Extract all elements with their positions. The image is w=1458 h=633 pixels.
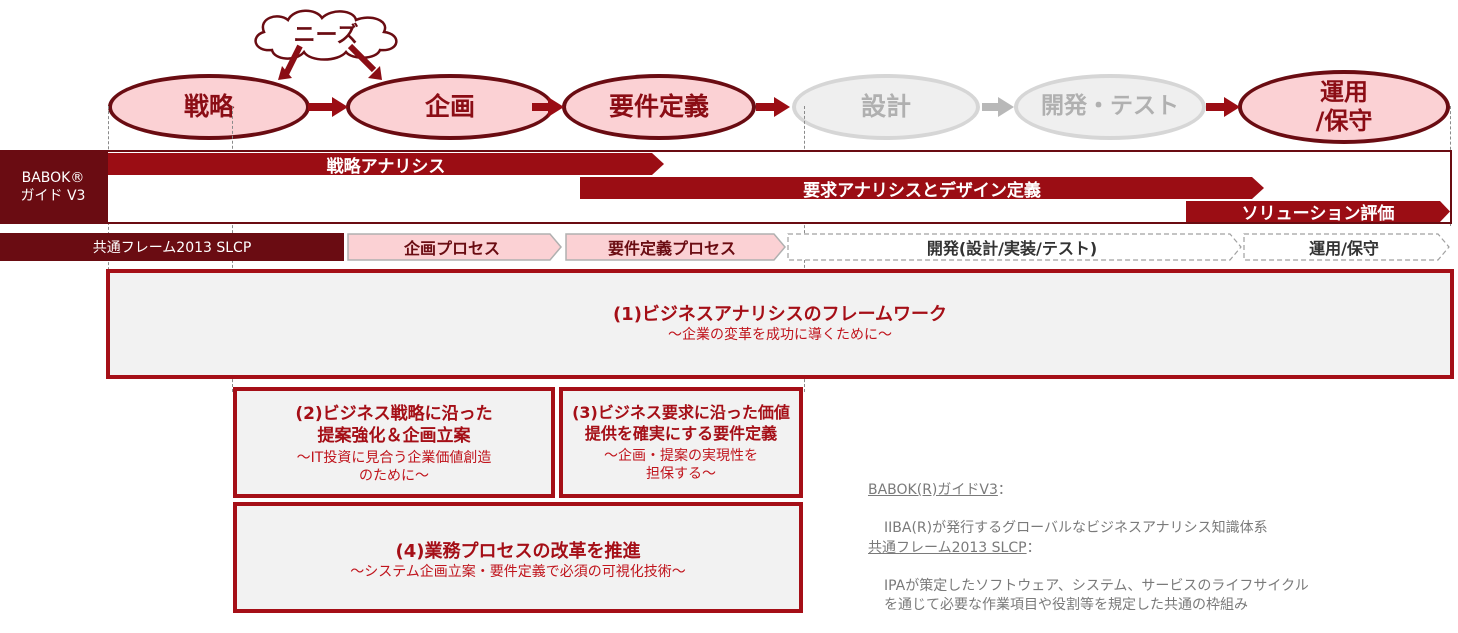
framework-box-2: (2)ビジネス戦略に沿った 提案強化＆企画立案 ～IT投資に見合う企業価値創造 … [233,387,555,498]
babok-bar-strategy-label: 戦略アナリシス [326,156,446,177]
slcp-label: 共通フレーム2013 SLCP [0,233,344,261]
slcp-process-requirements: 要件定義プロセス [565,233,779,261]
note-babok: BABOK(R)ガイドV3： IIBA(R)が発行するグローバルなビジネスアナリ… [868,462,1328,556]
babok-bar-strategy-shape [108,153,664,175]
babok-bar-requirements-shape [580,177,1264,199]
note-babok-body: IIBA(R)が発行するグローバルなビジネスアナリシス知識体系 [884,519,1268,536]
phase-arrow-3 [756,97,790,117]
note-slcp: 共通フレーム2013 SLCP： IPAが策定したソフトウェア、システム、サービ… [868,520,1348,633]
phase-arrow-5 [1206,97,1240,117]
phase-development-label: 開発・テスト [1041,93,1179,120]
framework-2-subtitle: ～IT投資に見合う企業価値創造 のために～ [296,450,492,485]
phase-planning: 企画 [346,74,554,140]
framework-1-subtitle: ～企業の変革を成功に導くために～ [668,327,892,344]
note-slcp-body: IPAが策定したソフトウェア、システム、サービスのライフサイクル を通じて必要な… [884,577,1309,613]
babok-label: BABOK® ガイド V3 [0,150,106,224]
cloud-icon [254,9,398,61]
phase-strategy: 戦略 [108,74,310,140]
phase-requirements: 要件定義 [562,74,756,140]
phase-development: 開発・テスト [1014,74,1206,140]
phase-design-label: 設計 [860,92,911,121]
phase-planning-label: 企画 [424,92,475,121]
slcp-label-text: 共通フレーム2013 SLCP [92,240,252,256]
slcp-process-operation-label: 運用/保守 [1309,239,1379,258]
babok-bar-strategy: 戦略アナリシス [108,153,664,177]
phase-requirements-label: 要件定義 [608,92,709,121]
framework-4-subtitle: ～システム企画立案・要件定義で必須の可視化技術～ [350,564,686,581]
slcp-process-operation-shape [1243,233,1450,261]
babok-bar-requirements-label: 要求アナリシスとデザイン定義 [803,180,1041,201]
slcp-process-planning-shape [347,233,562,261]
framework-3-title: (3)ビジネス要求に沿った価値 提供を確実にする要件定義 [572,403,790,443]
slcp-process-planning: 企画プロセス [347,233,557,261]
framework-box-4: (4)業務プロセスの改革を推進 ～システム企画立案・要件定義で必須の可視化技術～ [233,502,803,613]
note-slcp-colon: ： [1026,539,1041,556]
phase-arrow-4 [982,97,1014,117]
slcp-process-planning-label: 企画プロセス [403,239,500,258]
slcp-process-requirements-label: 要件定義プロセス [607,239,736,258]
phase-strategy-label: 戦略 [183,92,234,121]
framework-4-title: (4)業務プロセスの改革を推進 [395,541,641,562]
framework-2-title: (2)ビジネス戦略に沿った 提案強化＆企画立案 [295,404,493,447]
framework-box-1: (1)ビジネスアナリシスのフレームワーク ～企業の変革を成功に導くために～ [106,269,1454,379]
babok-bar-requirements: 要求アナリシスとデザイン定義 [580,177,1264,201]
phase-operation-label: 運用 /保守 [1315,78,1373,135]
slcp-process-development: 開発(設計/実装/テスト) [787,233,1237,261]
slcp-process-requirements-shape [565,233,786,261]
phase-arrow-2 [532,97,564,117]
slcp-process-development-shape [787,233,1242,261]
note-babok-heading: BABOK(R)ガイドV3 [868,481,998,498]
babok-bar-evaluation-label: ソリューション評価 [1241,204,1395,224]
babok-bar-evaluation: ソリューション評価 [1186,201,1450,224]
needs-cloud: ニーズ [244,6,408,62]
phase-design: 設計 [792,74,980,140]
needs-arrows [278,43,382,80]
babok-bar-evaluation-shape [1186,201,1450,222]
phase-operation: 運用 /保守 [1238,70,1450,144]
note-babok-colon: ： [997,481,1012,498]
framework-3-subtitle: ～企画・提案の実現性を 担保する～ [604,447,758,482]
babok-label-text: BABOK® ガイド V3 [20,169,86,204]
slcp-process-development-label: 開発(設計/実装/テスト) [926,239,1098,258]
note-slcp-heading: 共通フレーム2013 SLCP [868,539,1027,556]
phase-arrow-1 [308,97,348,117]
slcp-process-operation: 運用/保守 [1243,233,1445,261]
framework-box-3: (3)ビジネス要求に沿った価値 提供を確実にする要件定義 ～企画・提案の実現性を… [559,387,803,498]
framework-1-title: (1)ビジネスアナリシスのフレームワーク [612,304,948,325]
needs-label: ニーズ [293,23,359,48]
